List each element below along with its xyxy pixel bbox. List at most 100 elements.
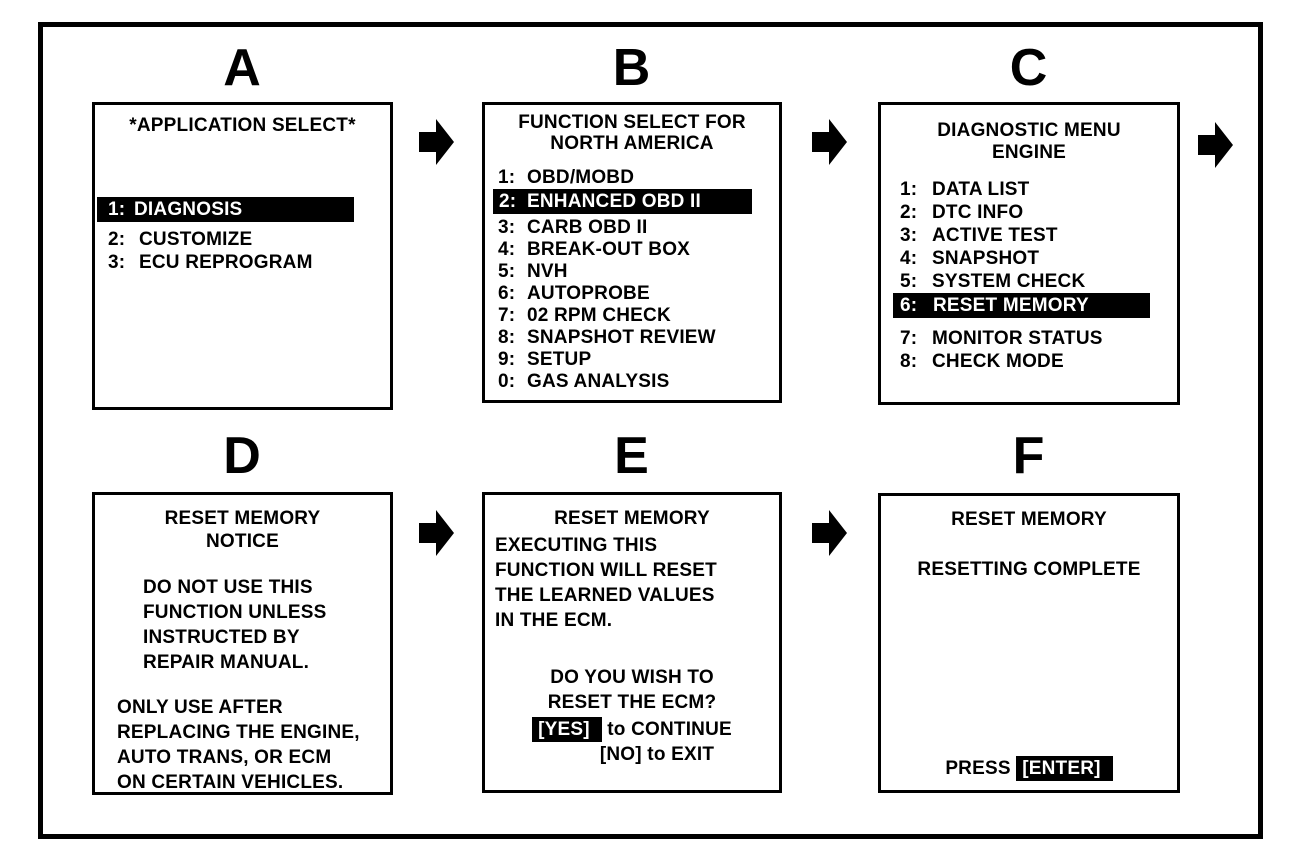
menu-item-number: 4: xyxy=(498,239,516,260)
screen-title: DIAGNOSTIC MENU ENGINE xyxy=(881,105,1177,164)
menu-item-label: GAS ANALYSIS xyxy=(527,371,670,392)
press-label: PRESS xyxy=(945,758,1011,779)
menu-item-monitor-status: 7: MONITOR STATUS xyxy=(881,327,1177,350)
menu-item-customize: 2: CUSTOMIZE xyxy=(95,228,390,251)
menu-item-label: AUTOPROBE xyxy=(527,283,650,304)
menu-item-label: DIAGNOSIS xyxy=(134,198,243,220)
screen-title: RESET MEMORY xyxy=(554,508,710,529)
menu-list: 1: DIAGNOSIS 2: CUSTOMIZE 3: ECU REPROGR… xyxy=(95,197,390,274)
menu-item-label: CARB OBD II xyxy=(527,217,648,238)
menu-item-number: 3: xyxy=(498,217,516,238)
enter-key-highlight: [ENTER] xyxy=(1016,756,1113,781)
menu-item-number: 9: xyxy=(498,349,516,370)
menu-item-number: 0: xyxy=(498,371,516,392)
press-enter-line: PRESS [ENTER] xyxy=(881,756,1177,781)
screen-reset-memory-notice: RESET MEMORY NOTICE DO NOT USE THIS FUNC… xyxy=(92,492,393,795)
menu-item-snapshot: 4: SNAPSHOT xyxy=(881,247,1177,270)
menu-item-setup: 9: SETUP xyxy=(485,349,779,371)
outer-frame xyxy=(38,22,1263,839)
menu-item-reset-memory-selected: 6: RESET MEMORY xyxy=(893,293,1150,318)
menu-item-o2-rpm-check: 7: 02 RPM CHECK xyxy=(485,305,779,327)
flow-arrow-icon xyxy=(419,119,454,165)
screen-title: FUNCTION SELECT FOR NORTH AMERICA xyxy=(485,105,779,154)
prompt-line: RESET THE ECM? xyxy=(547,692,717,713)
warning-line: THE LEARNED VALUES xyxy=(495,585,715,606)
menu-item-number: 5: xyxy=(900,270,918,292)
warning-line: IN THE ECM. xyxy=(495,610,613,631)
menu-item-label: SYSTEM CHECK xyxy=(932,270,1086,292)
no-option-line: [NO] to EXIT xyxy=(599,744,715,765)
menu-item-label: CUSTOMIZE xyxy=(139,228,253,250)
menu-item-dtc-info: 2: DTC INFO xyxy=(881,201,1177,224)
menu-item-gas-analysis: 0: GAS ANALYSIS xyxy=(485,371,779,393)
menu-list: 1: OBD/MOBD 2: ENHANCED OBD II 3: CARB O… xyxy=(485,167,779,393)
menu-item-diagnosis-selected: 1: DIAGNOSIS xyxy=(97,197,354,222)
screen-title-line: ENGINE xyxy=(991,142,1067,163)
menu-item-number: 1: xyxy=(900,178,918,200)
flow-arrow-icon xyxy=(419,510,454,556)
notice-line: ON CERTAIN VEHICLES. xyxy=(117,772,344,793)
menu-item-ecu-reprogram: 3: ECU REPROGRAM xyxy=(95,251,390,274)
screen-title-line: RESET MEMORY xyxy=(164,508,321,529)
menu-item-label: BREAK-OUT BOX xyxy=(527,239,691,260)
menu-item-label: SNAPSHOT REVIEW xyxy=(527,327,716,348)
flow-arrow-icon xyxy=(1198,122,1233,168)
menu-item-carb-obd2: 3: CARB OBD II xyxy=(485,217,779,239)
notice-line: REPAIR MANUAL. xyxy=(143,652,310,673)
screen-title: *APPLICATION SELECT* xyxy=(129,115,356,136)
menu-item-number: 1: xyxy=(498,167,516,188)
notice-paragraph: DO NOT USE THIS FUNCTION UNLESS INSTRUCT… xyxy=(143,575,390,675)
menu-item-number: 2: xyxy=(108,228,126,250)
screen-resetting-complete: RESET MEMORY RESETTING COMPLETE PRESS [E… xyxy=(878,493,1180,793)
notice-line: AUTO TRANS, OR ECM xyxy=(117,747,332,768)
notice-line: INSTRUCTED BY xyxy=(143,627,300,648)
panel-label-d: D xyxy=(223,427,262,485)
notice-paragraph: ONLY USE AFTER REPLACING THE ENGINE, AUT… xyxy=(117,695,390,795)
menu-item-system-check: 5: SYSTEM CHECK xyxy=(881,270,1177,293)
menu-item-number: 7: xyxy=(900,327,918,349)
notice-line: FUNCTION UNLESS xyxy=(143,602,327,623)
notice-line: REPLACING THE ENGINE, xyxy=(117,722,360,743)
confirm-prompt: DO YOU WISH TO RESET THE ECM? xyxy=(485,665,779,715)
notice-line: DO NOT USE THIS xyxy=(143,577,313,598)
menu-item-label: ECU REPROGRAM xyxy=(139,251,313,273)
menu-item-number: 5: xyxy=(498,261,516,282)
menu-item-label: DATA LIST xyxy=(932,178,1030,200)
menu-item-label: OBD/MOBD xyxy=(527,167,635,188)
menu-list: 1: DATA LIST 2: DTC INFO 3: ACTIVE TEST … xyxy=(881,178,1177,373)
screen-diagnostic-menu: DIAGNOSTIC MENU ENGINE 1: DATA LIST 2: D… xyxy=(878,102,1180,405)
screen-title-line: FUNCTION SELECT FOR xyxy=(518,112,746,133)
notice-line: ONLY USE AFTER xyxy=(117,697,283,718)
menu-item-number: 6: xyxy=(498,283,516,304)
menu-item-label: MONITOR STATUS xyxy=(932,327,1103,349)
screen-title: RESET MEMORY NOTICE xyxy=(95,495,390,553)
menu-item-autoprobe: 6: AUTOPROBE xyxy=(485,283,779,305)
panel-label-a: A xyxy=(223,39,262,97)
menu-item-number: 2: xyxy=(900,201,918,223)
menu-item-number: 1: xyxy=(108,198,126,220)
screen-function-select: FUNCTION SELECT FOR NORTH AMERICA 1: OBD… xyxy=(482,102,782,403)
screen-title-line: DIAGNOSTIC MENU xyxy=(937,120,1121,141)
status-text: RESETTING COMPLETE xyxy=(917,559,1141,580)
menu-item-label: SNAPSHOT xyxy=(932,247,1040,269)
menu-item-number: 6: xyxy=(900,294,918,316)
menu-item-number: 3: xyxy=(108,251,126,273)
screen-title: RESET MEMORY xyxy=(951,509,1107,530)
menu-item-label: ACTIVE TEST xyxy=(932,224,1058,246)
menu-item-check-mode: 8: CHECK MODE xyxy=(881,350,1177,373)
menu-item-label: DTC INFO xyxy=(932,201,1024,223)
menu-item-data-list: 1: DATA LIST xyxy=(881,178,1177,201)
menu-item-number: 2: xyxy=(499,190,517,212)
menu-item-snapshot-review: 8: SNAPSHOT REVIEW xyxy=(485,327,779,349)
screen-title-line: NORTH AMERICA xyxy=(550,133,714,154)
menu-item-number: 3: xyxy=(900,224,918,246)
panel-label-c: C xyxy=(1009,39,1049,97)
panel-label-b: B xyxy=(612,39,652,97)
flow-arrow-icon xyxy=(812,510,847,556)
menu-item-label: RESET MEMORY xyxy=(933,294,1089,316)
menu-item-nvh: 5: NVH xyxy=(485,261,779,283)
panel-label-e: E xyxy=(614,427,650,485)
yes-option-text: to CONTINUE xyxy=(607,719,732,740)
screen-reset-memory-confirm: RESET MEMORY EXECUTING THIS FUNCTION WIL… xyxy=(482,492,782,793)
